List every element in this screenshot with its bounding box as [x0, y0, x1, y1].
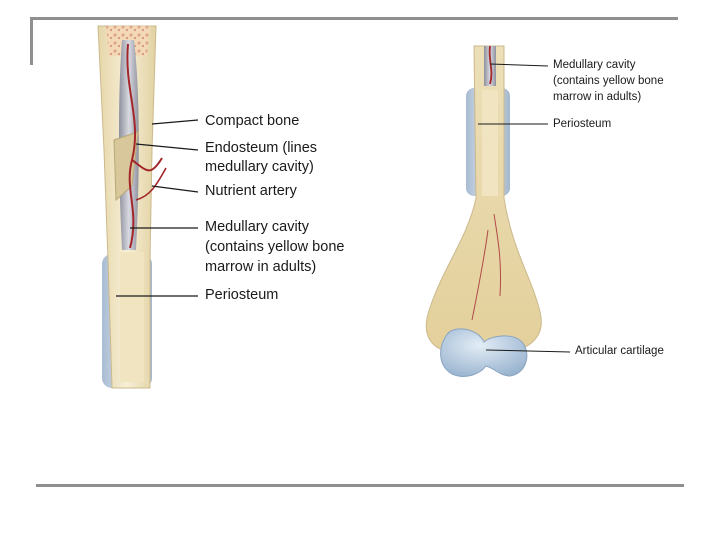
label-medullary-line3: marrow in adults) — [205, 259, 317, 275]
label-periosteum: Periosteum — [205, 287, 279, 303]
left-endosteum-flap — [113, 131, 139, 202]
right-pointer-medullary — [489, 63, 549, 67]
label-compact-bone: Compact bone — [205, 113, 300, 129]
label-articular-cartilage: Articular cartilage — [575, 345, 664, 357]
right-bone-end — [425, 45, 571, 377]
label-endosteum-line2: medullary cavity) — [205, 159, 314, 175]
right-inner-bone-strip — [482, 90, 498, 196]
right-artery — [488, 45, 493, 85]
label-endosteum-line1: Endosteum (lines — [205, 140, 318, 156]
left-nutrient-artery-branch-2 — [135, 167, 167, 201]
slide-frame-left — [30, 17, 33, 65]
slide-frame-top — [30, 17, 678, 20]
left-pointer-nutrient-artery — [151, 185, 199, 193]
left-long-bone-section — [97, 25, 199, 389]
slide-frame-bottom — [36, 484, 684, 487]
left-nutrient-artery — [126, 43, 137, 249]
label-right-periosteum: Periosteum — [553, 118, 612, 130]
label-right-medullary-line1: Medullary cavity — [553, 59, 636, 71]
left-nutrient-artery-branch — [131, 157, 163, 172]
right-artery-3 — [493, 213, 502, 297]
label-nutrient-artery: Nutrient artery — [205, 183, 297, 199]
label-medullary-line2: (contains yellow bone — [205, 239, 345, 255]
left-pointer-compact-bone — [151, 119, 199, 125]
label-right-medullary-line2: (contains yellow bone — [553, 75, 664, 87]
right-pointer-articular-cartilage — [485, 349, 571, 353]
right-artery-2 — [471, 229, 489, 321]
label-medullary-line1: Medullary cavity — [205, 219, 309, 235]
left-pointer-endosteum — [135, 143, 199, 151]
right-articular-cartilage — [440, 328, 528, 377]
label-right-medullary-line3: marrow in adults) — [553, 91, 642, 103]
left-inner-bone-strip — [120, 252, 144, 382]
